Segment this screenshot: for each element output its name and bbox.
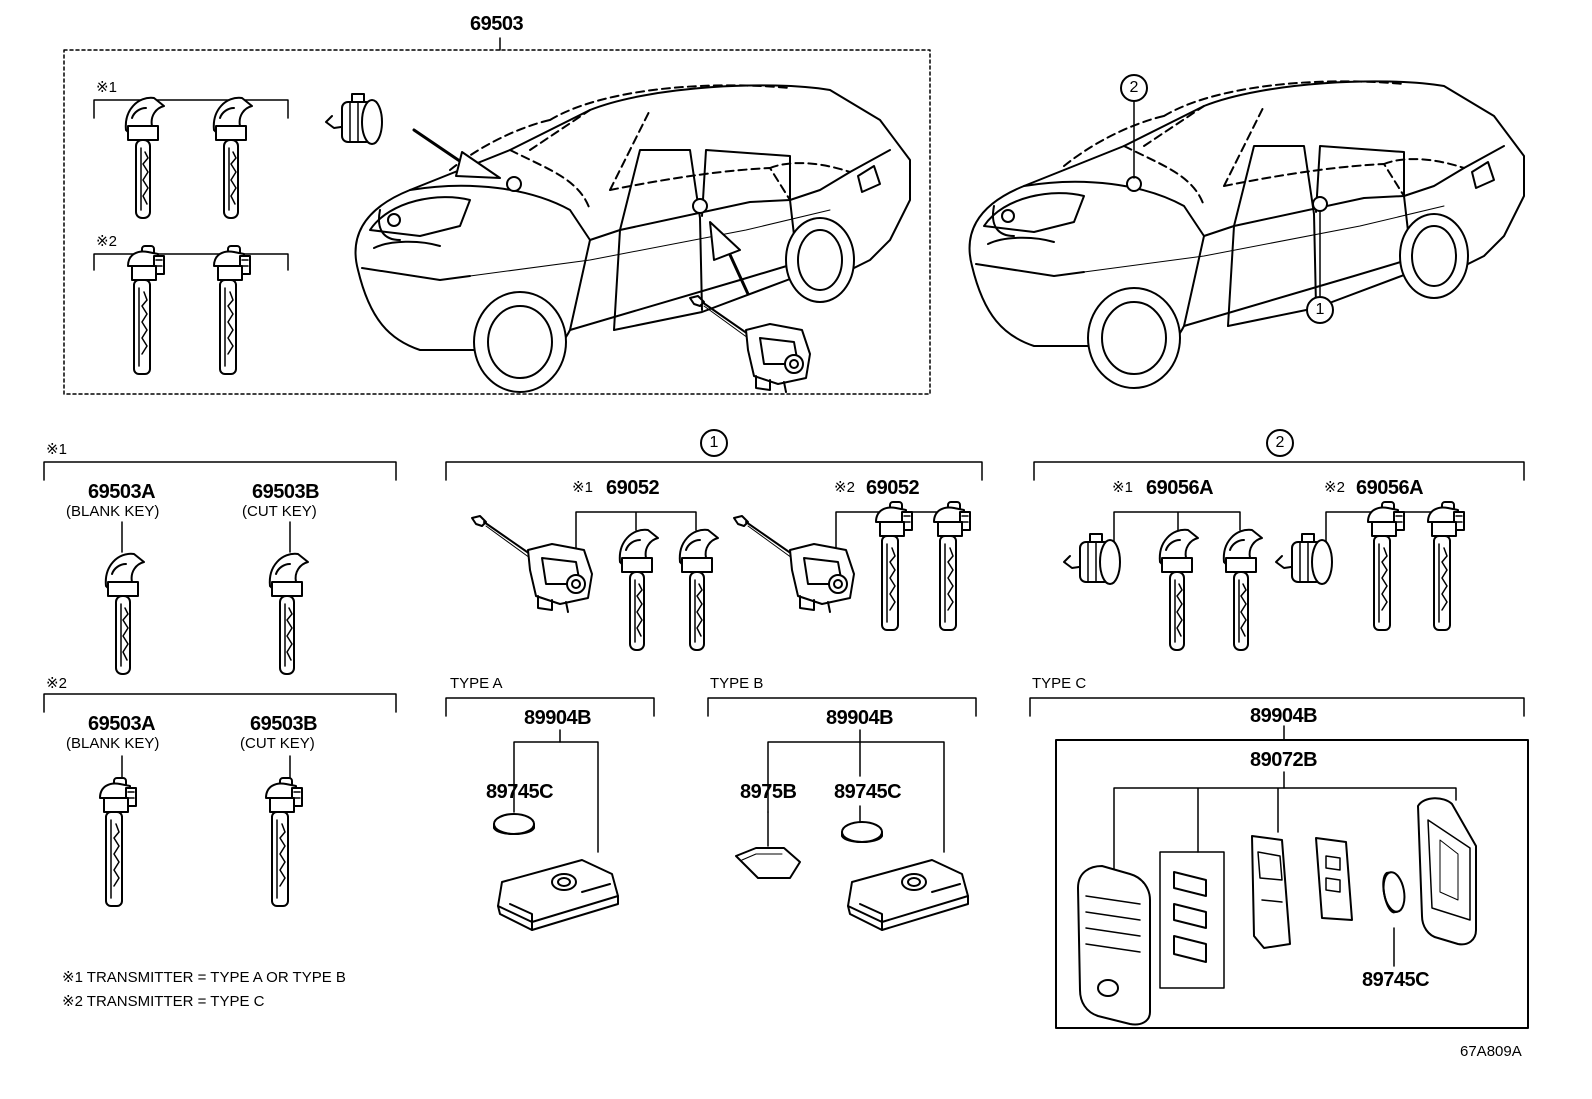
lock-cylinder-icon — [325, 93, 383, 145]
assembly-group-2-mark: ※2 — [96, 233, 117, 250]
blank-key-g1-desc: (BLANK KEY) — [66, 503, 160, 520]
type-b-label: TYPE B — [710, 675, 764, 692]
type-a-label: TYPE A — [450, 675, 503, 692]
blank-key-g2-desc: (BLANK KEY) — [66, 735, 160, 752]
bracket-type-c — [1029, 697, 1525, 717]
lock-key-g1-b-icon — [1222, 528, 1263, 651]
cut-key-g1-part: 69503B — [252, 481, 320, 503]
door-key-g1-a-icon — [618, 528, 659, 651]
door-lock-point — [692, 198, 708, 214]
figure-code: 67A809A — [1460, 1043, 1522, 1060]
key-cut-icon — [212, 96, 253, 219]
cut-key-g1-icon — [268, 552, 309, 675]
door-cylinder-g1-icon — [471, 515, 593, 613]
door-set-g1-part: 69052 — [606, 477, 660, 499]
type-b-cover-part: 8975B — [740, 781, 797, 803]
key-plate-icon — [1315, 837, 1353, 921]
note-transmitter-1: ※1 TRANSMITTER = TYPE A OR TYPE B — [62, 969, 346, 986]
door-set-g2-part: 69052 — [866, 477, 920, 499]
battery-cover-icon — [735, 847, 801, 879]
smart-key-case-back-icon — [1417, 797, 1477, 946]
location-point-2 — [1126, 176, 1142, 192]
smart-key-blank-icon — [127, 245, 165, 375]
lock-key-g2-b-icon — [1427, 501, 1465, 631]
battery-type-b-icon — [841, 821, 883, 843]
type-c-battery-part: 89745C — [1362, 969, 1430, 991]
bracket-ref-2 — [1033, 461, 1525, 481]
door-set-g1-mark: ※1 — [572, 479, 593, 496]
lock-key-g2-a-icon — [1367, 501, 1405, 631]
door-key-g1-b-icon — [678, 528, 719, 651]
type-a-transmitter-part: 89904B — [524, 707, 592, 729]
arrow-to-trunk — [412, 128, 501, 179]
type-c-transmitter-part: 89904B — [1250, 705, 1318, 727]
smart-key-cut-icon — [213, 245, 251, 375]
rubber-button-icons — [1173, 871, 1207, 963]
car-illustration-assembly — [354, 84, 912, 393]
keys-group-1-mark: ※1 — [46, 441, 67, 458]
door-key-g2-a-icon — [875, 501, 913, 631]
type-c-label: TYPE C — [1032, 675, 1087, 692]
assembly-group-1-mark: ※1 — [96, 79, 117, 96]
lock-cylinder-g1-icon — [1063, 533, 1121, 585]
ref-circle-2-car: 2 — [1120, 74, 1148, 102]
trunk-lock-point — [506, 176, 522, 192]
circuit-board-icon — [1251, 835, 1291, 949]
bracket-keys-g2 — [43, 693, 397, 713]
blank-key-g1-part: 69503A — [88, 481, 156, 503]
battery-type-a-icon — [493, 813, 535, 835]
cut-key-g2-desc: (CUT KEY) — [240, 735, 315, 752]
blank-key-g1-icon — [104, 552, 145, 675]
type-b-transmitter-part: 89904B — [826, 707, 894, 729]
type-a-battery-part: 89745C — [486, 781, 554, 803]
lock-cylinder-g2-icon — [1275, 533, 1333, 585]
ref-circle-1-car: 1 — [1306, 296, 1334, 324]
lock-key-g1-a-icon — [1158, 528, 1199, 651]
assembly-part-number: 69503 — [470, 13, 524, 35]
buttons-frame — [1159, 851, 1225, 989]
smart-key-case-front-icon — [1077, 865, 1151, 1026]
ref-circle-1-header: 1 — [700, 429, 728, 457]
blank-key-g2-icon — [99, 777, 137, 907]
type-c-housing-part: 89072B — [1250, 749, 1318, 771]
lock-set-g2-part: 69056A — [1356, 477, 1424, 499]
keys-group-2-mark: ※2 — [46, 675, 67, 692]
ref-circle-2-header: 2 — [1266, 429, 1294, 457]
bracket-type-a — [445, 697, 655, 717]
battery-type-c-icon — [1379, 869, 1409, 915]
transmitter-type-b-icon — [847, 859, 969, 931]
transmitter-type-a-icon — [497, 859, 619, 931]
car-illustration-locations — [968, 80, 1525, 389]
arrow-to-door — [709, 221, 750, 296]
cut-key-g2-icon — [265, 777, 303, 907]
cut-key-g1-desc: (CUT KEY) — [242, 503, 317, 520]
lock-set-g1-part: 69056A — [1146, 477, 1214, 499]
note-transmitter-2: ※2 TRANSMITTER = TYPE C — [62, 993, 265, 1010]
key-blank-icon — [124, 96, 165, 219]
type-b-battery-part: 89745C — [834, 781, 902, 803]
cut-key-g2-part: 69503B — [250, 713, 318, 735]
lock-set-g2-mark: ※2 — [1324, 479, 1345, 496]
bracket-type-b — [707, 697, 977, 717]
bracket-ref-1 — [445, 461, 983, 481]
location-point-1 — [1312, 196, 1328, 212]
lock-set-g1-mark: ※1 — [1112, 479, 1133, 496]
bracket-keys-g1 — [43, 461, 397, 481]
blank-key-g2-part: 69503A — [88, 713, 156, 735]
type-c-frame — [1055, 739, 1529, 1029]
assembly-69503-frame — [63, 37, 931, 395]
door-key-g2-b-icon — [933, 501, 971, 631]
door-set-g2-mark: ※2 — [834, 479, 855, 496]
